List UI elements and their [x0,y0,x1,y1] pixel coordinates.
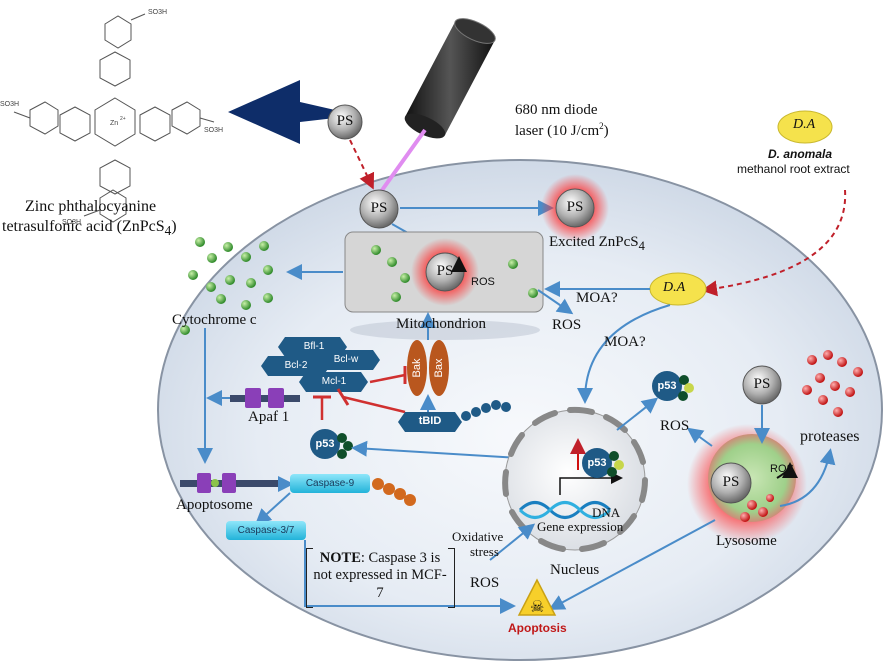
bak [407,340,427,396]
ps-lysosome [710,462,752,504]
ps-lysosome-label: PS [722,474,740,490]
da-badge-top [777,110,833,144]
lyso-ros-arrow [686,427,713,447]
lyso-to-apoptosis [548,519,716,610]
inhibit-bcl [342,395,406,414]
bak-label: Bak [411,358,423,378]
ps-outside-label: PS [336,113,354,129]
ps-uptake-arrow [349,139,375,190]
ps-cell-label: PS [370,200,388,216]
note-bracket-left [306,548,313,608]
bcl-family [261,337,380,392]
lyso-to-protease [779,448,836,507]
ps-lysosome-top [742,365,782,405]
laser-beam [373,128,427,202]
apaf-label: Apaf 1 [248,409,290,425]
skull-icon: ☠ [530,597,544,616]
dna-helix [518,501,612,519]
so3h-top: SO3H [148,9,167,16]
ps-cell [359,189,399,229]
apoptosis-label: Apoptosis [508,621,567,635]
caspase9-label: Caspase-9 [305,478,355,489]
oxidative-line1: Oxidative [452,529,504,544]
da-to-nucleus-arrow [577,304,671,404]
caspase-to-apoptosis [304,540,516,614]
extract-arrow [701,189,847,297]
ps-mito-label: PS [436,263,454,279]
molecule-name-line1: Zinc phthalocyanine [25,198,157,215]
da-badge-top-label: D.A [793,117,816,132]
laser-label-line2: laser (10 J/cm2) [515,121,609,139]
p53-left [310,429,340,459]
p53-right-label: p53 [657,380,677,392]
mito-ros-below: ROS [552,317,582,333]
caspase37-label: Caspase-3/7 [237,525,295,536]
mito-ros-arrow [537,289,574,315]
so3h-right: SO3H [204,127,223,134]
zinc-phthalocyanine-structure [13,13,215,223]
p53-right [652,371,682,401]
bclw-label: Bcl-w [333,354,359,365]
mito-ros-inner: ROS [471,276,495,288]
ps-excited-label: PS [566,199,584,215]
nucleus-to-p53 [351,440,521,459]
oxidative-line2: stress [470,544,499,559]
bcl2-label: Bcl-2 [284,360,308,371]
apaf-bar [230,395,300,402]
tbid [398,412,462,432]
extract-line2: methanol root extract [737,162,850,176]
navy-arrow-left [228,80,335,144]
inhibit-bak [369,373,406,384]
excited-label: Excited ZnPcS4 [549,234,645,253]
proteases-label: proteases [800,428,860,445]
ros-lysosome: ROS [660,418,690,434]
mcl1-label: Mcl-1 [321,376,347,387]
laser-device [404,18,496,139]
ps-lysosome-top-label: PS [753,376,771,392]
cytochrome-dots [180,237,538,335]
apoptosome-label: Apoptosome [176,497,253,513]
moa-1: MOA? [576,290,618,306]
bfl1-label: Bfl-1 [303,341,325,352]
bax-label: Bax [433,358,445,378]
tbid-label: tBID [418,415,442,427]
dna-label: DNA [592,505,621,520]
zn-center-label: Zn [110,120,118,127]
ros-bottom: ROS [470,575,500,591]
cytochrome-label: Cytochrome c [172,312,257,328]
ros-to-nucleus [489,523,536,561]
molecule-name-line2: tetrasulfonic acid (ZnPcS4) [2,218,177,239]
bax [429,340,449,396]
zn-charge: 2+ [120,116,126,122]
lysosome-label: Lysosome [716,533,777,549]
p53-nucleus-label: p53 [587,457,607,469]
ps-excited [555,188,595,228]
extract-line1: D. anomala [768,147,833,161]
so3h-bottom: SO3H [62,219,81,226]
apoptosis-warning-icon [517,578,557,616]
note-text: NOTE: Caspase 3 is not expressed in MCF-… [313,550,447,601]
gene-expression-label: Gene expression [537,519,624,534]
p53-nucleus [582,448,612,478]
caspase-3-7 [226,521,306,540]
p53-left-label: p53 [315,438,335,450]
mito-label: Mitochondrion [396,316,486,332]
note-bracket-right [448,548,455,608]
laser-label-line1: 680 nm diode [515,102,598,118]
ps-outside [327,104,363,140]
caspase-9 [290,474,370,493]
nucleus-label: Nucleus [550,562,600,578]
ros-in-lysosome: ROS [770,463,794,475]
moa-2: MOA? [604,334,646,350]
so3h-left: SO3H [0,101,19,108]
da-badge-mid-label: D.A [663,280,686,295]
